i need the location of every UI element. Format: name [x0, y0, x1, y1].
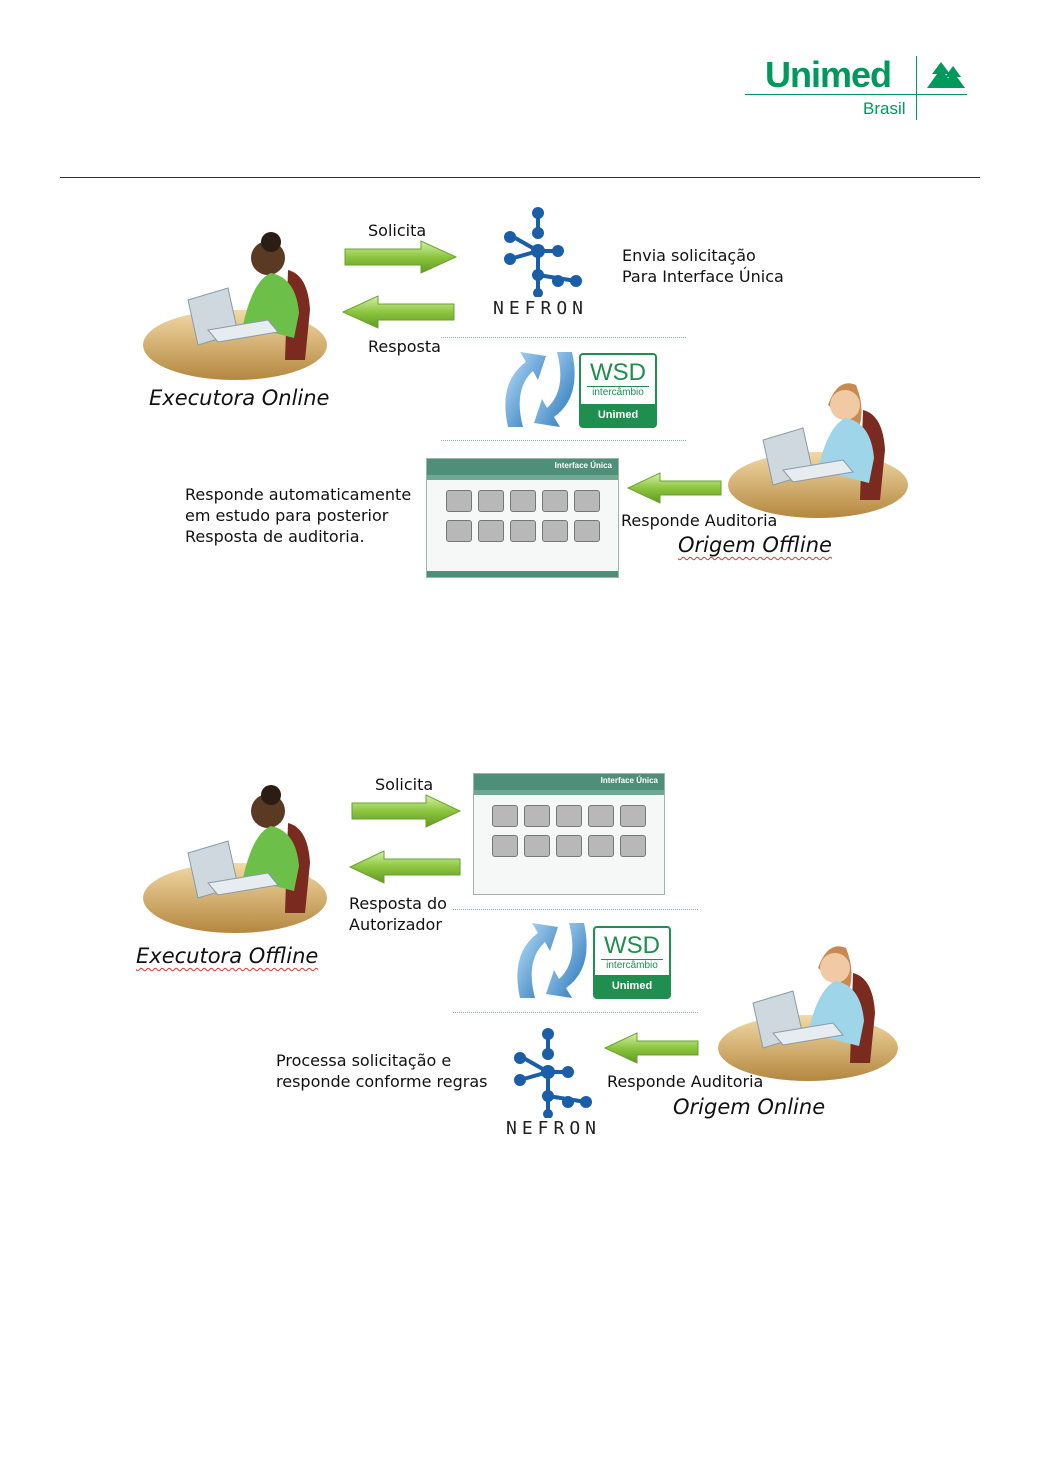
auditoria-arrow-icon: [626, 472, 722, 504]
nefron-molecule-icon: [514, 1028, 592, 1118]
wsd-title: WSD: [604, 932, 660, 959]
tile-icon: [445, 520, 472, 542]
tile-icon: [541, 490, 568, 512]
interface-unica-screenshot: Interface Única: [426, 458, 619, 578]
tile-icon: [445, 490, 472, 512]
interface-title: Interface Única: [600, 776, 658, 785]
tile-icon: [573, 520, 600, 542]
origem-person-illustration: [718, 946, 898, 1081]
auditoria-arrow-icon: [603, 1032, 699, 1064]
separator-bottom: [453, 1012, 698, 1013]
tile-icon: [509, 520, 536, 542]
resposta-label: Resposta: [368, 337, 441, 356]
separator-top: [441, 337, 686, 338]
responde-auto-label: Responde automaticamente em estudo para …: [185, 485, 412, 546]
interface-footer: [427, 571, 618, 577]
logo-subtitle: Brasil: [863, 99, 906, 118]
nefron-wordmark: NEFRON: [493, 298, 589, 319]
solicita-arrow-icon: [351, 794, 462, 828]
executora-label: Executora Online: [149, 386, 330, 410]
tile-icon: [556, 835, 582, 857]
tile-icon: [509, 490, 536, 512]
solicita-arrow-icon: [344, 240, 458, 274]
tile-icon: [620, 805, 646, 827]
unimed-tree-icon: [927, 62, 965, 88]
tile-icon: [588, 835, 614, 857]
logo-horizontal-line: [745, 94, 967, 95]
resposta-label: Resposta do Autorizador: [349, 894, 447, 934]
interface-tile-grid: [445, 490, 600, 542]
logo-wordmark: Unimed: [765, 54, 892, 95]
interface-tile-grid: [492, 805, 646, 857]
separator-top: [453, 909, 698, 910]
header-rule: [60, 177, 980, 178]
tile-icon: [492, 835, 518, 857]
wsd-intercambio-badge: WSD intercâmbio Unimed: [593, 926, 671, 999]
nefron-molecule-icon: [504, 207, 582, 297]
tile-icon: [541, 520, 568, 542]
wsd-subtitle: intercâmbio: [587, 386, 649, 398]
origem-label: Origem Online: [673, 1095, 826, 1119]
tile-icon: [556, 805, 582, 827]
resposta-arrow-icon: [341, 295, 455, 329]
tile-icon: [573, 490, 600, 512]
logo-vertical-line: [916, 56, 917, 120]
solicita-label: Solicita: [375, 775, 434, 794]
sync-arrows-icon: [517, 923, 587, 998]
envia-label: Envia solicitação Para Interface Única: [622, 246, 784, 286]
tile-icon: [524, 835, 550, 857]
interface-header: Interface Única: [474, 774, 664, 790]
diagram-online-executora: Executora Online Solicita Resposta NEFRO…: [133, 200, 915, 595]
separator-bottom: [441, 440, 686, 441]
diagram-offline-executora: Executora Offline Solicita Resposta do A…: [128, 758, 910, 1156]
interface-title: Interface Única: [554, 461, 612, 470]
wsd-footer: Unimed: [595, 975, 669, 997]
tile-icon: [477, 520, 504, 542]
nefron-wordmark: NEFRON: [506, 1118, 602, 1139]
tile-icon: [524, 805, 550, 827]
wsd-footer: Unimed: [581, 404, 655, 426]
responde-auditoria-label: Responde Auditoria: [607, 1072, 764, 1091]
sync-arrows-icon: [505, 352, 575, 427]
interface-unica-screenshot: Interface Única: [473, 773, 665, 895]
resposta-arrow-icon: [348, 850, 461, 884]
interface-header: Interface Única: [427, 459, 618, 475]
unimed-logo: Unimed Brasil: [745, 52, 970, 124]
tile-icon: [492, 805, 518, 827]
responde-auditoria-label: Responde Auditoria: [621, 511, 778, 530]
executora-person-illustration: [143, 232, 327, 380]
executora-person-illustration: [143, 785, 327, 933]
wsd-subtitle: intercâmbio: [601, 959, 663, 971]
interface-nav-bar: [427, 475, 618, 480]
executora-label: Executora Offline: [136, 944, 319, 968]
interface-nav-bar: [474, 790, 664, 795]
processa-label: Processa solicitação e responde conforme…: [276, 1051, 488, 1091]
tile-icon: [620, 835, 646, 857]
wsd-intercambio-badge: WSD intercâmbio Unimed: [579, 353, 657, 428]
tile-icon: [477, 490, 504, 512]
wsd-title: WSD: [590, 359, 646, 386]
solicita-label: Solicita: [368, 221, 427, 240]
origem-label: Origem Offline: [678, 533, 832, 557]
tile-icon: [588, 805, 614, 827]
origem-person-illustration: [728, 383, 908, 518]
